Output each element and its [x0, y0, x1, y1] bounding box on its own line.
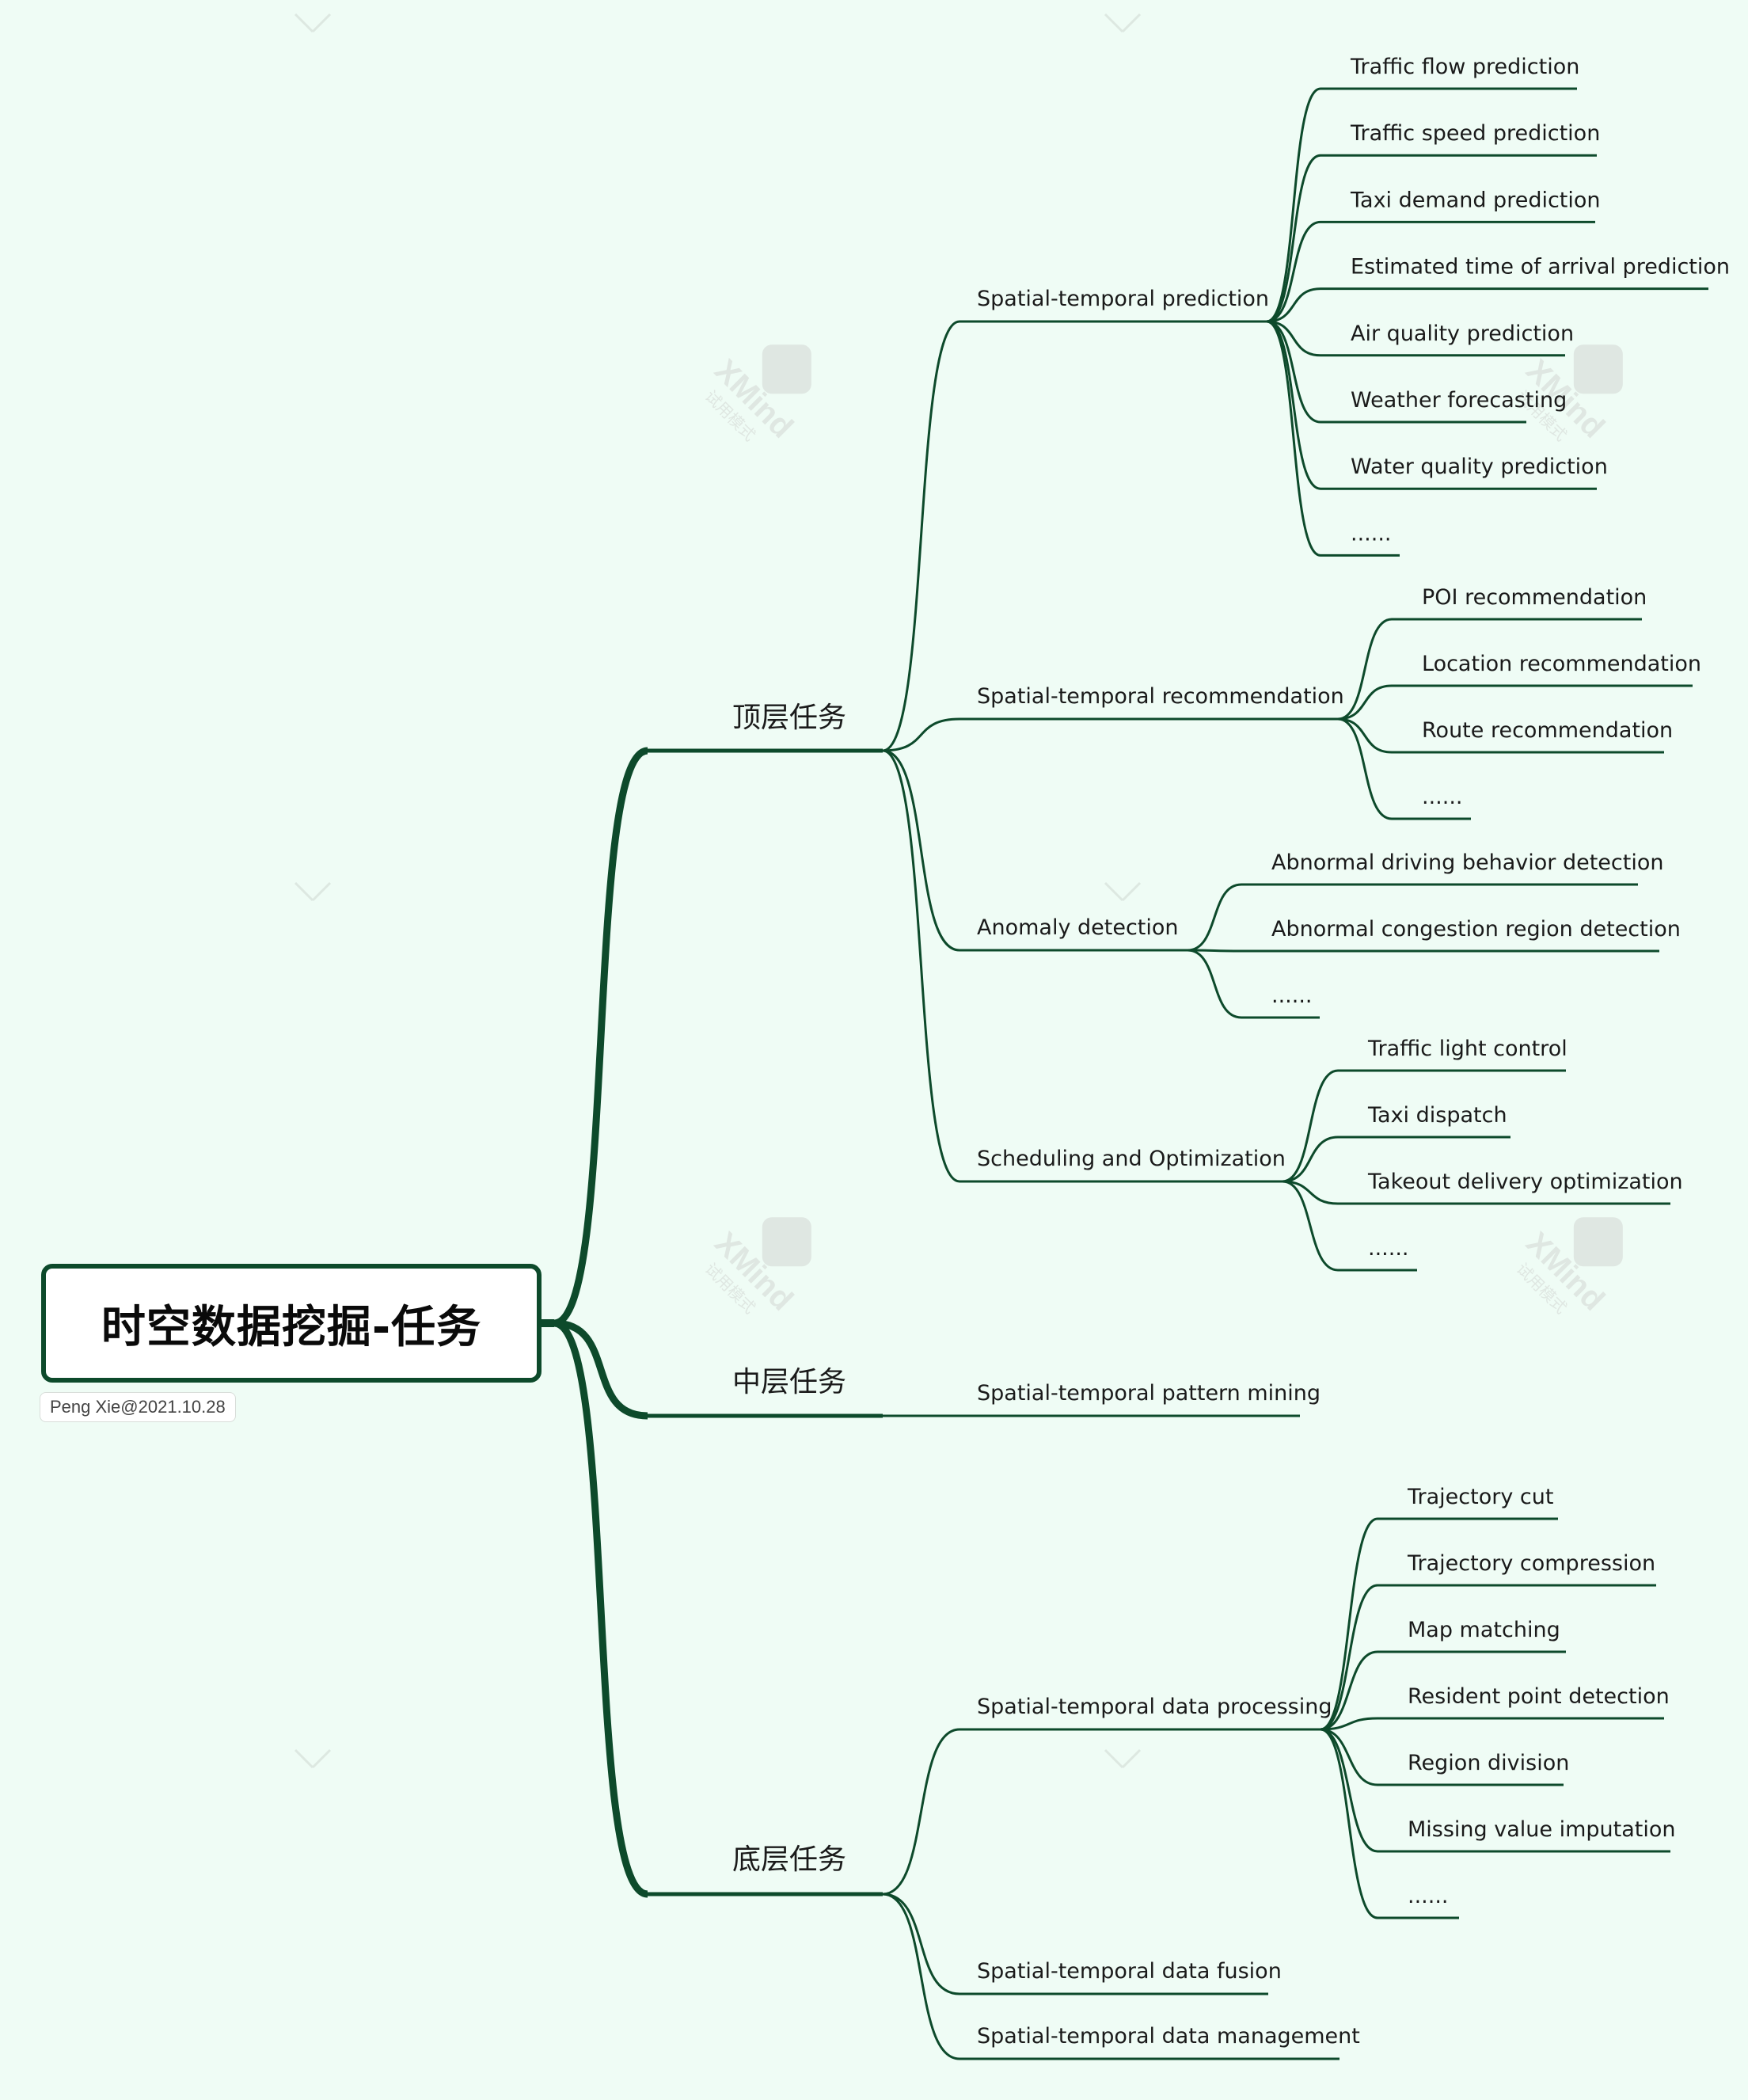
leaf-connector: [1320, 1717, 1378, 1731]
central-topic[interactable]: 时空数据挖掘-任务: [41, 1264, 542, 1383]
central-topic-title: 时空数据挖掘-任务: [101, 1301, 482, 1353]
leaf-connector: [1337, 618, 1393, 721]
subtopic-connector: [882, 749, 960, 1183]
subtopic-label[interactable]: Spatial-temporal data fusion: [977, 1959, 1282, 1984]
subtopic-connector: [882, 320, 960, 752]
branch-connector: [553, 1319, 648, 1420]
leaf-label[interactable]: Air quality prediction: [1351, 321, 1574, 346]
subtopic-label[interactable]: Spatial-temporal data management: [977, 2024, 1360, 2049]
leaf-label[interactable]: Map matching: [1408, 1618, 1560, 1642]
leaf-connector: [1320, 1728, 1378, 1786]
branch-connector: [553, 747, 649, 1327]
leaf-label[interactable]: Trajectory cut: [1407, 1485, 1553, 1509]
leaf-label[interactable]: Takeout delivery optimization: [1367, 1170, 1683, 1194]
background-decoration: [294, 13, 1142, 1769]
leaf-connector: [1320, 1728, 1378, 1853]
leaf-connector: [1320, 1517, 1378, 1731]
leaf-connector: [1187, 883, 1242, 952]
leaf-label[interactable]: Region division: [1408, 1751, 1569, 1775]
leaf-connector: [1320, 1650, 1378, 1731]
author-label: Peng Xie@2021.10.28: [40, 1392, 236, 1422]
subtopic-connector: [882, 1893, 960, 1995]
leaf-connector: [1187, 949, 1242, 1019]
leaf-connector: [1266, 320, 1321, 424]
leaf-label[interactable]: Weather forecasting: [1351, 388, 1567, 413]
branch-1-label[interactable]: 顶层任务: [732, 702, 846, 734]
leaf-label[interactable]: Resident point detection: [1408, 1684, 1670, 1709]
leaf-connector: [1337, 684, 1393, 721]
branch-2-label[interactable]: 中层任务: [732, 1366, 846, 1398]
topic-labels: 顶层任务 Spatial-temporal prediction Traffic f…: [732, 55, 1730, 2049]
subtopic-label[interactable]: Spatial-temporal prediction: [977, 287, 1269, 311]
leaf-label[interactable]: POI recommendation: [1422, 585, 1647, 610]
leaf-label[interactable]: Taxi dispatch: [1367, 1103, 1507, 1128]
leaf-label[interactable]: ......: [1422, 785, 1463, 809]
leaf-connector: [1282, 1136, 1339, 1183]
leaf-connector: [1282, 1180, 1339, 1205]
subtopic-label[interactable]: Spatial-temporal data processing: [977, 1695, 1332, 1719]
leaf-connector: [1282, 1180, 1339, 1272]
leaf-label[interactable]: ......: [1351, 521, 1392, 546]
subtopic-connector: [882, 1893, 960, 2060]
leaf-connector: [1266, 220, 1321, 323]
leaf-label[interactable]: Taxi demand prediction: [1350, 188, 1601, 212]
leaf-connector: [1320, 1728, 1378, 1919]
leaf-label[interactable]: Estimated time of arrival prediction: [1351, 255, 1730, 280]
subtopic-connector: [882, 749, 960, 952]
leaf-connector: [1266, 320, 1321, 490]
subtopic-label[interactable]: Scheduling and Optimization: [977, 1147, 1286, 1171]
branch-connector: [553, 1319, 649, 1898]
leaf-label[interactable]: Traffic flow prediction: [1350, 55, 1579, 79]
leaf-label[interactable]: Traffic speed prediction: [1350, 121, 1600, 146]
leaf-connector: [1187, 949, 1242, 953]
leaf-connector: [1266, 154, 1321, 323]
subtopic-label[interactable]: Anomaly detection: [977, 915, 1179, 940]
subtopic-connector: [882, 717, 960, 752]
leaf-connector: [1266, 320, 1321, 557]
leaf-label[interactable]: Route recommendation: [1422, 718, 1673, 743]
leaf-connector: [1337, 717, 1393, 754]
branch-3-label[interactable]: 底层任务: [732, 1843, 846, 1876]
leaf-connector: [1266, 87, 1321, 323]
leaf-label[interactable]: ......: [1368, 1236, 1409, 1261]
leaf-label[interactable]: ......: [1271, 983, 1313, 1008]
leaf-connector: [1282, 1069, 1339, 1183]
leaf-label[interactable]: Water quality prediction: [1351, 455, 1608, 479]
leaf-connector: [1266, 320, 1321, 357]
subtopic-label[interactable]: Spatial-temporal pattern mining: [977, 1381, 1320, 1406]
leaf-connector: [1320, 1584, 1378, 1731]
leaf-label[interactable]: Abnormal congestion region detection: [1271, 917, 1681, 942]
subtopic-label[interactable]: Spatial-temporal recommendation: [977, 684, 1344, 709]
leaf-connector: [1337, 717, 1393, 820]
connector-lines: [542, 87, 1708, 2060]
leaf-label[interactable]: Missing value imputation: [1408, 1817, 1676, 1842]
leaf-connector: [1266, 287, 1321, 323]
subtopic-connector: [882, 1728, 960, 1896]
leaf-label[interactable]: ......: [1408, 1884, 1449, 1908]
leaf-label[interactable]: Abnormal driving behavior detection: [1271, 850, 1663, 875]
leaf-label[interactable]: Location recommendation: [1422, 652, 1701, 676]
leaf-label[interactable]: Trajectory compression: [1407, 1551, 1655, 1576]
leaf-label[interactable]: Traffic light control: [1367, 1037, 1568, 1061]
